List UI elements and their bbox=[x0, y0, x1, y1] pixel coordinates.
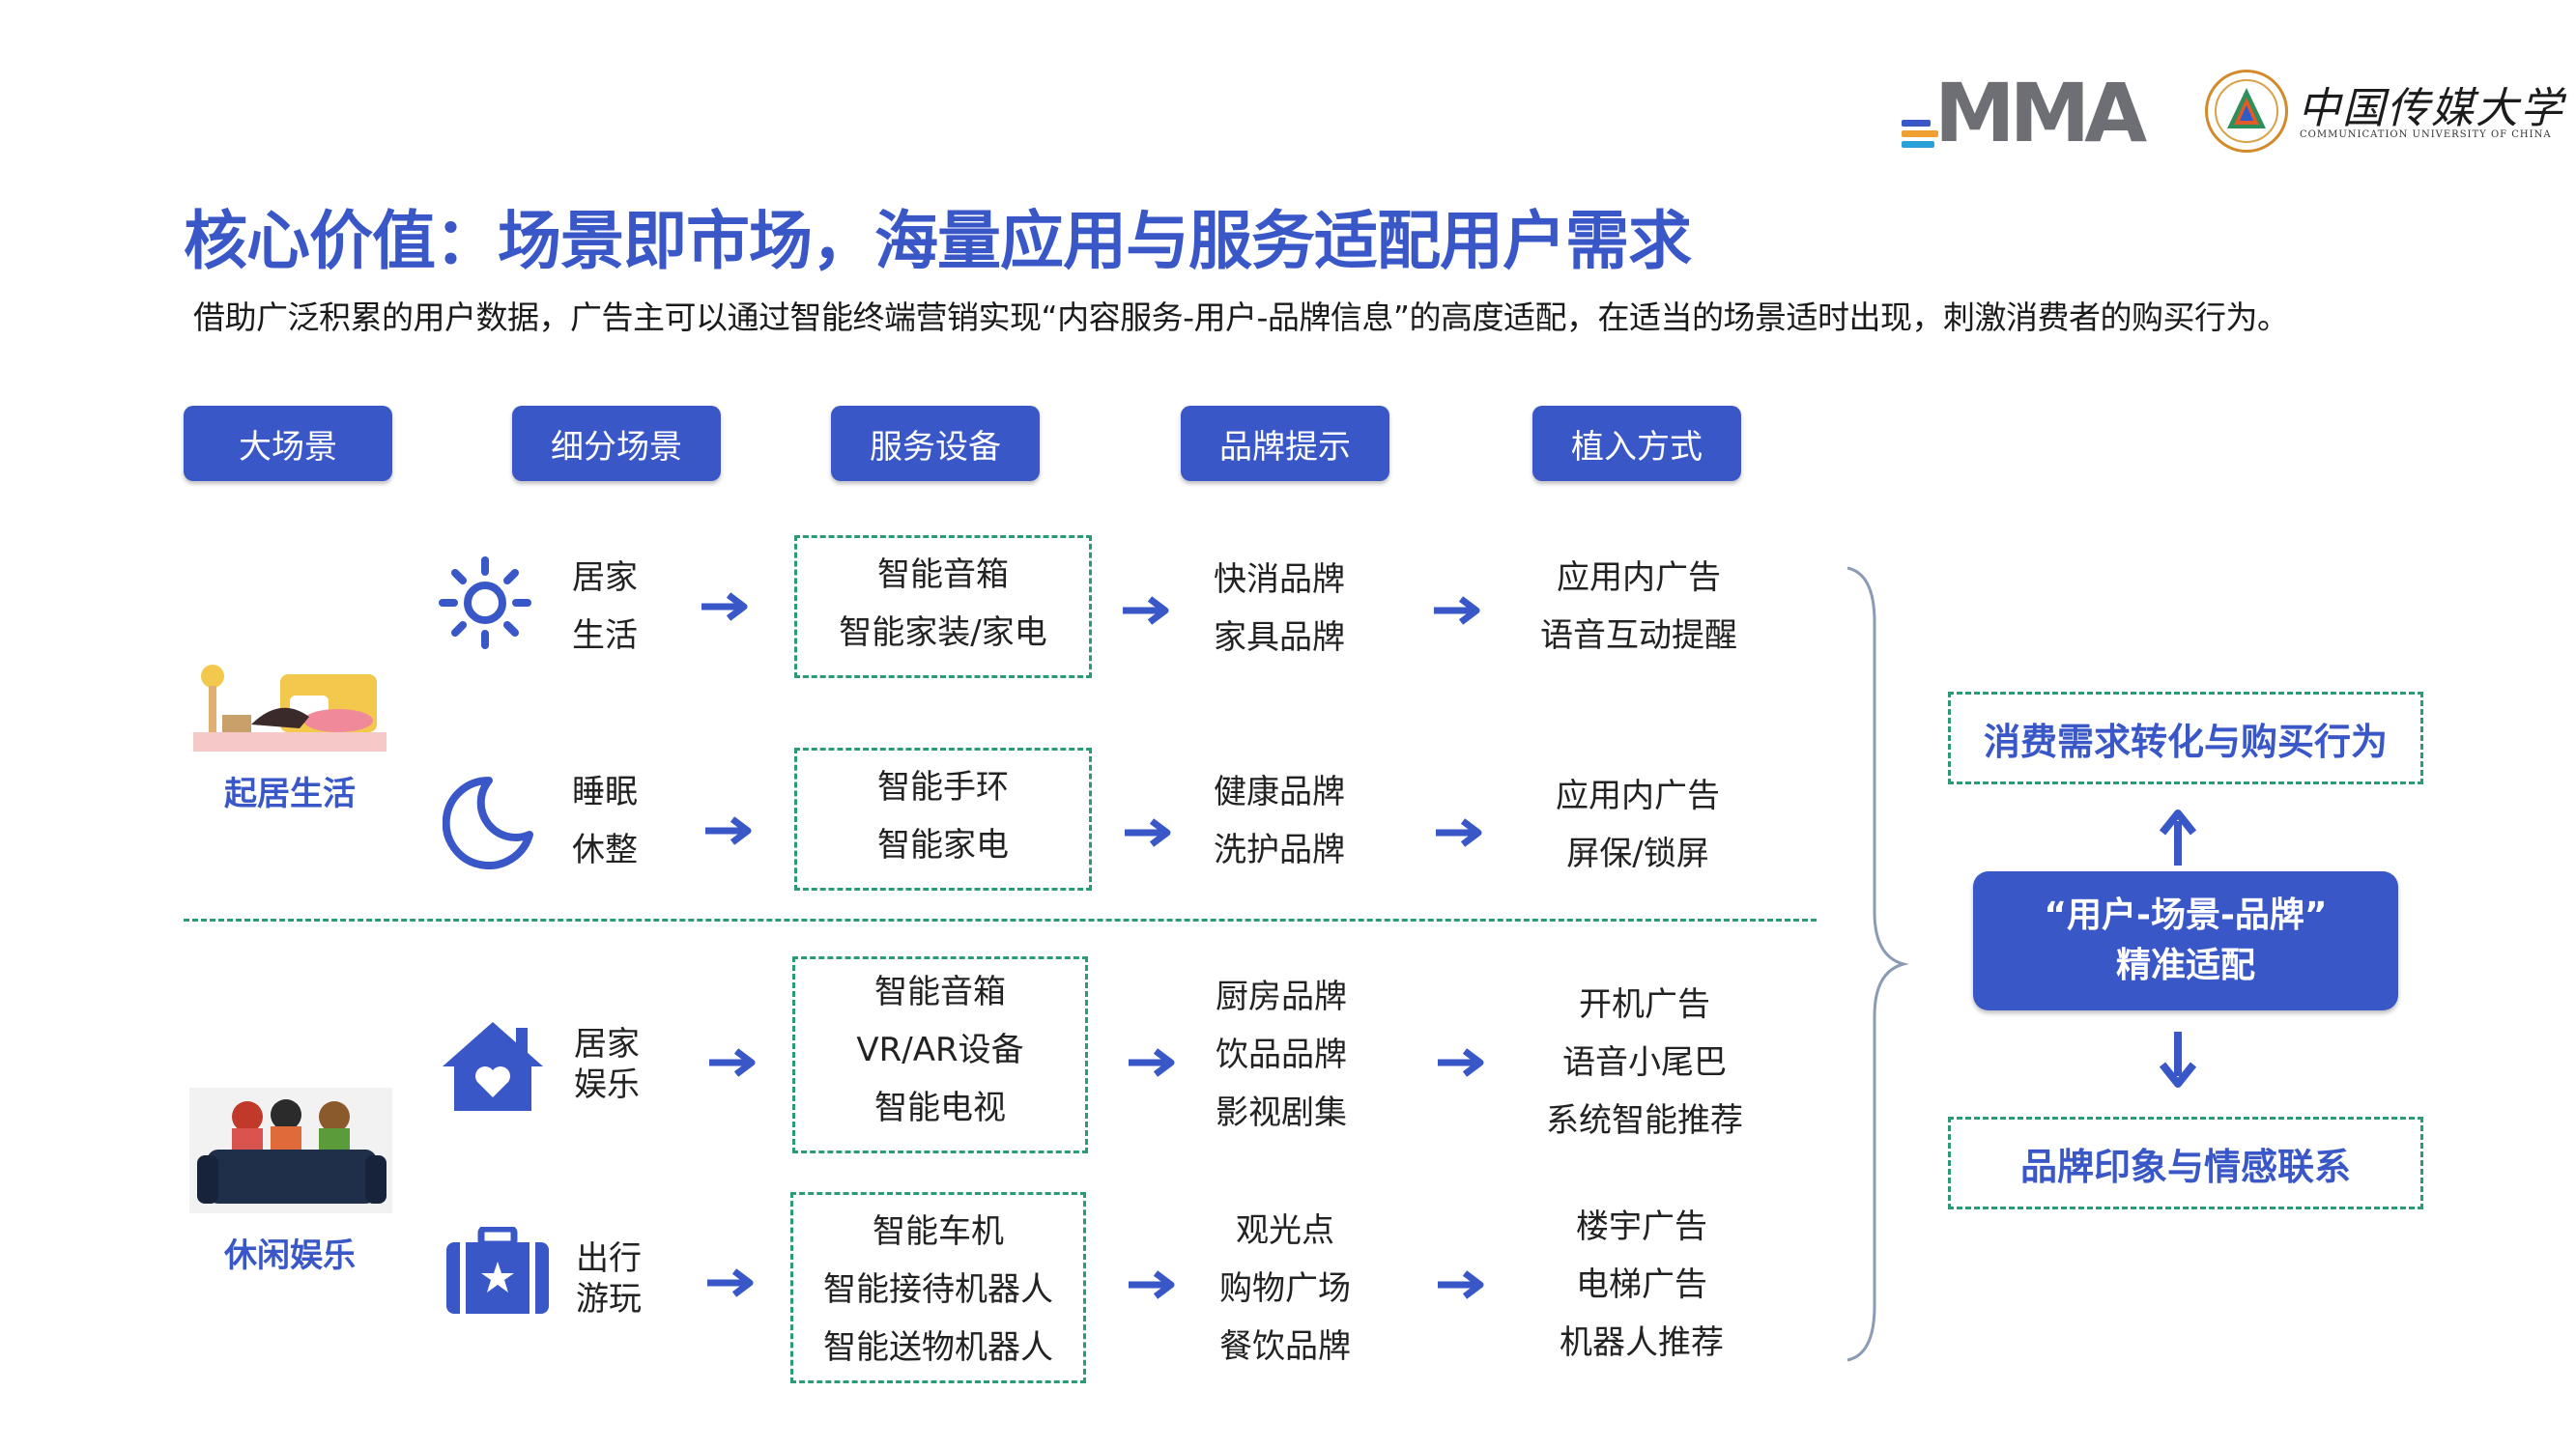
row3-scene: 居家 娱乐 bbox=[574, 1024, 640, 1105]
mma-logo: MMA bbox=[1902, 70, 2147, 156]
row2-brand-2: 洗护品牌 bbox=[1214, 831, 1345, 869]
mma-logo-text: MMA bbox=[1934, 66, 2147, 160]
moon-icon bbox=[442, 773, 535, 869]
row3-method-2: 语音小尾巴 bbox=[1562, 1043, 1727, 1082]
brand-impression-box: 品牌印象与情感联系 bbox=[1948, 1117, 2423, 1209]
row4-brand-2: 购物广场 bbox=[1219, 1269, 1351, 1308]
row3-method-1: 开机广告 bbox=[1579, 985, 1710, 1024]
row2-scene: 睡眠 休整 bbox=[572, 763, 638, 879]
column-header-device: 服务设备 bbox=[831, 406, 1040, 481]
cuc-name-en: COMMUNICATION UNIVERSITY OF CHINA bbox=[2300, 129, 2552, 140]
row4-device-2: 智能接待机器人 bbox=[823, 1270, 1053, 1309]
row2-scene-line2: 休整 bbox=[572, 831, 638, 869]
row1-device-1: 智能音箱 bbox=[877, 555, 1009, 594]
row2-brands: 健康品牌 洗护品牌 bbox=[1214, 763, 1345, 879]
row4-method-3: 机器人推荐 bbox=[1560, 1323, 1724, 1362]
row2-method-1: 应用内广告 bbox=[1556, 777, 1720, 815]
arrow-icon bbox=[1436, 818, 1482, 847]
precise-match-line1: “用户-场景-品牌” bbox=[2044, 895, 2328, 935]
row4-scene-line1: 出行 bbox=[576, 1239, 642, 1278]
home-heart-icon bbox=[439, 1018, 547, 1115]
row1-device-box: 智能音箱 智能家装/家电 bbox=[794, 535, 1092, 678]
row1-brand-2: 家具品牌 bbox=[1214, 618, 1345, 657]
row3-method-3: 系统智能推荐 bbox=[1546, 1101, 1743, 1140]
arrow-up-icon bbox=[2159, 810, 2197, 866]
row4-device-box: 智能车机 智能接待机器人 智能送物机器人 bbox=[790, 1192, 1086, 1383]
mma-bars-icon bbox=[1902, 120, 1938, 152]
arrow-icon bbox=[701, 592, 748, 621]
arrow-icon bbox=[709, 1048, 756, 1077]
cuc-logo: 中国传媒大学 COMMUNICATION UNIVERSITY OF CHINA bbox=[2205, 70, 2562, 156]
arrow-icon bbox=[1125, 818, 1171, 847]
row1-scene-line2: 生活 bbox=[572, 616, 638, 655]
row1-method-2: 语音互动提醒 bbox=[1540, 616, 1737, 655]
arrow-icon bbox=[1434, 596, 1480, 625]
row3-methods: 开机广告 语音小尾巴 系统智能推荐 bbox=[1546, 976, 1743, 1150]
row1-device-2: 智能家装/家电 bbox=[839, 613, 1047, 652]
column-header-scene: 大场景 bbox=[184, 406, 392, 481]
couch-audience-illustration bbox=[189, 1088, 392, 1213]
page-title: 核心价值：场景即市场，海量应用与服务适配用户需求 bbox=[184, 204, 1692, 278]
row3-device-3: 智能电视 bbox=[874, 1089, 1006, 1127]
cuc-name: 中国传媒大学 bbox=[2298, 84, 2564, 133]
sun-icon bbox=[439, 556, 531, 649]
row4-brands: 观光点 购物广场 餐饮品牌 bbox=[1219, 1202, 1351, 1376]
precise-match-line2: 精准适配 bbox=[2115, 946, 2255, 985]
arrow-icon bbox=[1438, 1270, 1484, 1299]
column-header-method: 植入方式 bbox=[1532, 406, 1741, 481]
row2-method-2: 屏保/锁屏 bbox=[1566, 835, 1709, 873]
row1-scene: 居家 生活 bbox=[572, 549, 638, 665]
row3-device-1: 智能音箱 bbox=[874, 973, 1006, 1011]
row2-scene-line1: 睡眠 bbox=[572, 773, 638, 811]
page-subtitle: 借助广泛积累的用户数据，广告主可以通过智能终端营销实现“内容服务-用户-品牌信息… bbox=[193, 298, 2289, 336]
row4-brand-1: 观光点 bbox=[1236, 1211, 1334, 1250]
row2-device-1: 智能手环 bbox=[877, 768, 1009, 807]
row3-device-2: VR/AR设备 bbox=[856, 1031, 1024, 1069]
row1-method-1: 应用内广告 bbox=[1557, 558, 1721, 597]
row3-scene-line2: 娱乐 bbox=[574, 1065, 640, 1104]
arrow-icon bbox=[1123, 596, 1169, 625]
row4-methods: 楼宇广告 电梯广告 机器人推荐 bbox=[1560, 1198, 1724, 1372]
row4-method-1: 楼宇广告 bbox=[1576, 1208, 1707, 1246]
arrow-icon bbox=[1438, 1048, 1484, 1077]
arrow-icon bbox=[705, 816, 752, 845]
row4-scene-line2: 游玩 bbox=[576, 1280, 642, 1319]
row2-brand-1: 健康品牌 bbox=[1214, 773, 1345, 811]
row1-brand-1: 快消品牌 bbox=[1214, 560, 1345, 599]
row4-scene: 出行 游玩 bbox=[576, 1238, 642, 1320]
arrow-down-icon bbox=[2159, 1032, 2197, 1088]
row3-brand-2: 饮品品牌 bbox=[1216, 1036, 1347, 1074]
row1-scene-line1: 居家 bbox=[572, 558, 638, 597]
row2-device-box: 智能手环 智能家电 bbox=[794, 748, 1092, 891]
row1-methods: 应用内广告 语音互动提醒 bbox=[1540, 549, 1737, 665]
column-header-subscene: 细分场景 bbox=[512, 406, 721, 481]
arrow-icon bbox=[707, 1268, 754, 1297]
purchase-behavior-box: 消费需求转化与购买行为 bbox=[1948, 692, 2423, 784]
row4-device-3: 智能送物机器人 bbox=[823, 1328, 1053, 1367]
row2-methods: 应用内广告 屏保/锁屏 bbox=[1556, 767, 1720, 883]
row1-brands: 快消品牌 家具品牌 bbox=[1214, 551, 1345, 667]
precise-match-box: “用户-场景-品牌” 精准适配 bbox=[1973, 871, 2398, 1010]
right-brace-icon bbox=[1846, 566, 1909, 1362]
row2-device-2: 智能家电 bbox=[877, 826, 1009, 865]
row4-method-2: 电梯广告 bbox=[1576, 1265, 1707, 1304]
row3-brand-1: 厨房品牌 bbox=[1216, 978, 1347, 1016]
suitcase-icon bbox=[444, 1225, 551, 1316]
sleeping-person-illustration bbox=[193, 657, 386, 753]
row3-scene-line1: 居家 bbox=[574, 1025, 640, 1064]
category-label-leisure: 休闲娱乐 bbox=[224, 1236, 356, 1275]
row3-brand-3: 影视剧集 bbox=[1216, 1094, 1347, 1132]
row3-brands: 厨房品牌 饮品品牌 影视剧集 bbox=[1216, 968, 1347, 1142]
arrow-icon bbox=[1129, 1270, 1175, 1299]
row3-device-box: 智能音箱 VR/AR设备 智能电视 bbox=[792, 956, 1088, 1153]
category-label-living: 起居生活 bbox=[224, 775, 356, 813]
column-header-brand: 品牌提示 bbox=[1181, 406, 1389, 481]
row4-device-1: 智能车机 bbox=[873, 1212, 1004, 1251]
row4-brand-3: 餐饮品牌 bbox=[1219, 1327, 1351, 1366]
section-divider bbox=[184, 919, 1817, 922]
arrow-icon bbox=[1129, 1048, 1175, 1077]
cuc-seal-icon bbox=[2205, 70, 2288, 153]
